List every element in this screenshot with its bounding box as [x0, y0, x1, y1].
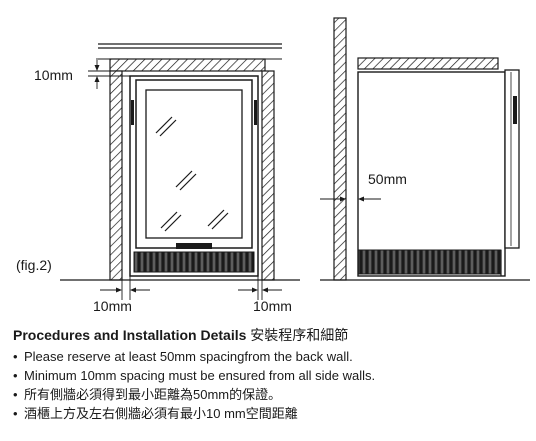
- front-grille: [133, 251, 255, 273]
- side-grille: [357, 249, 502, 275]
- left-wall: [109, 70, 123, 281]
- section-title: Procedures and Installation Details 安裝程序…: [13, 326, 528, 346]
- right-gap-label: 10mm: [253, 298, 292, 314]
- instruction-item: 所有側牆必須得到最小距離為50mm的保證。: [13, 385, 528, 404]
- figure-label: (fig.2): [16, 257, 52, 273]
- back-gap-label: 50mm: [368, 171, 407, 187]
- counter-top: [109, 58, 266, 72]
- instruction-item: Please reserve at least 50mm spacingfrom…: [13, 347, 528, 366]
- front-view: [60, 43, 300, 300]
- left-gap-label: 10mm: [93, 298, 132, 314]
- top-gap-label: 10mm: [34, 67, 73, 83]
- back-wall: [333, 17, 347, 281]
- installation-diagram: [60, 17, 530, 300]
- instruction-item: Minimum 10mm spacing must be ensured fro…: [13, 366, 528, 385]
- installation-instructions: Procedures and Installation Details 安裝程序…: [13, 326, 528, 423]
- section-title-zh: 安裝程序和細節: [250, 328, 349, 344]
- section-title-en: Procedures and Installation Details: [13, 327, 247, 343]
- right-wall: [261, 70, 275, 281]
- instruction-list: Please reserve at least 50mm spacingfrom…: [13, 347, 528, 423]
- instruction-item: 酒櫃上方及左右側牆必須有最小10 mm空間距離: [13, 404, 528, 423]
- side-counter-top: [357, 57, 499, 70]
- side-view: [320, 17, 530, 281]
- wine-cabinet-front: [129, 75, 259, 277]
- wine-cabinet-side: [357, 69, 520, 277]
